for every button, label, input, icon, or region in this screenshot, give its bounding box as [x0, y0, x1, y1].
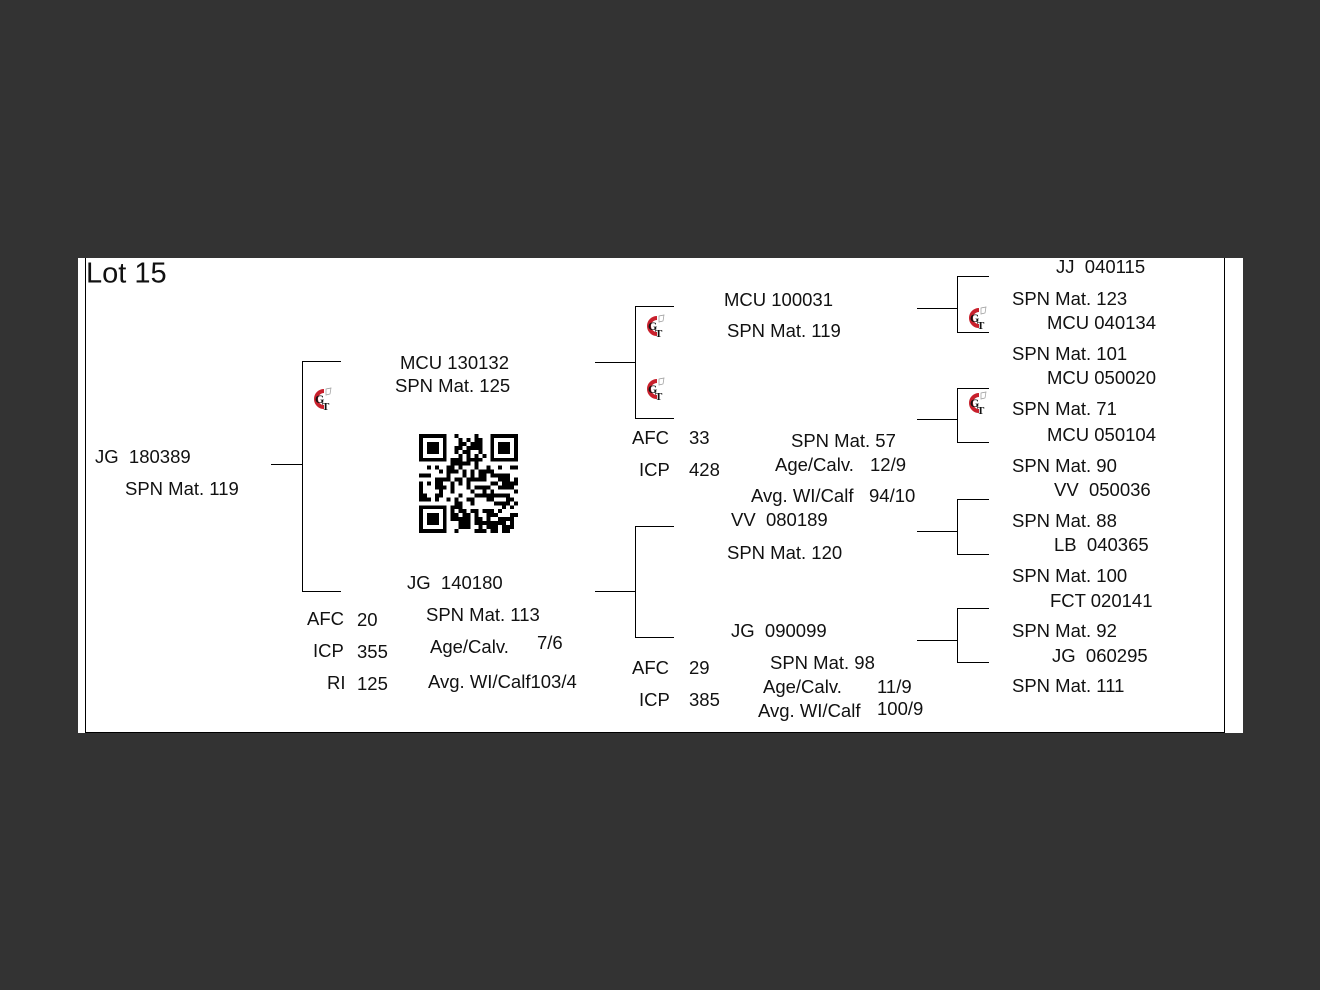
ancestor-spn: SPN Mat. 90: [1012, 454, 1117, 476]
dam-dam-afc-label: AFC: [632, 656, 669, 678]
connector-line: [635, 306, 674, 307]
dam-dam-id: JG 090099: [731, 619, 827, 641]
ancestor-id: FCT 020141: [1050, 589, 1153, 611]
dam-icp-label: ICP: [313, 639, 344, 661]
connector-line: [957, 276, 958, 333]
connector-line: [635, 306, 636, 419]
dam-spn: SPN Mat. 113: [426, 603, 540, 625]
ancestor-spn: SPN Mat. 111: [1012, 674, 1125, 696]
lot-title: Lot 15: [86, 257, 167, 290]
dam-sire-id: VV 080189: [731, 508, 828, 530]
sire-dam-avg: 94/10: [869, 484, 916, 506]
sire-dam-avg-label: Avg. WI/Calf: [751, 484, 854, 506]
animal-spn: SPN Mat. 119: [125, 477, 239, 499]
connector-line: [271, 464, 302, 465]
connector-line: [635, 637, 674, 638]
connector-line: [957, 499, 958, 555]
connector-line: [635, 526, 674, 527]
dam-age: 7/6: [537, 631, 563, 653]
qr-code[interactable]: [419, 434, 518, 533]
dam-id: JG 140180: [407, 571, 503, 593]
dam-dam-afc: 29: [689, 656, 710, 678]
sire-dam-spn: SPN Mat. 57: [791, 429, 896, 451]
ancestor-spn: SPN Mat. 123: [1012, 287, 1128, 309]
dam-age-label: Age/Calv.: [430, 635, 509, 657]
dam-dam-age: 11/9: [877, 675, 912, 697]
connector-line: [595, 591, 635, 592]
dam-sire-spn: SPN Mat. 120: [727, 541, 843, 563]
dam-icp: 355: [357, 640, 388, 662]
ancestor-id: MCU 040134: [1047, 311, 1157, 333]
connector-line: [917, 419, 957, 420]
dam-dam-icp-label: ICP: [639, 688, 670, 710]
sire-sire-spn: SPN Mat. 119: [727, 319, 841, 341]
dam-dam-icp: 385: [689, 688, 720, 710]
connector-line: [917, 308, 957, 309]
sire-dam-icp: 428: [689, 458, 720, 480]
dam-afc: 20: [357, 608, 378, 630]
animal-id: JG 180389: [95, 445, 191, 467]
sire-dam-icp-label: ICP: [639, 458, 670, 480]
connector-line: [957, 388, 958, 443]
connector-line: [957, 332, 989, 333]
ancestor-id: VV 050036: [1054, 478, 1151, 500]
sire-sire-id: MCU 100031: [724, 288, 834, 310]
connector-line: [957, 276, 989, 277]
dam-ri-label: RI: [327, 671, 346, 693]
gt-logo-icon: [968, 305, 988, 333]
dam-ri: 125: [357, 672, 388, 694]
ancestor-spn: SPN Mat. 92: [1012, 619, 1117, 641]
ancestor-id: MCU 050020: [1047, 366, 1157, 388]
sire-dam-afc-label: AFC: [632, 426, 669, 448]
ancestor-spn: SPN Mat. 88: [1012, 509, 1117, 531]
ancestor-id: JG 060295: [1052, 644, 1148, 666]
sire-dam-afc: 33: [689, 426, 710, 448]
sire-dam-age: 12/9: [870, 453, 907, 475]
connector-line: [917, 640, 957, 641]
sire-spn: SPN Mat. 125: [395, 374, 511, 396]
dam-dam-avg: 100/9: [877, 697, 924, 719]
gt-logo-icon: [313, 386, 333, 414]
ancestor-spn: SPN Mat. 100: [1012, 564, 1128, 586]
dam-dam-age-label: Age/Calv.: [763, 675, 842, 697]
connector-line: [957, 554, 989, 555]
gt-logo-icon: [646, 313, 666, 341]
connector-line: [302, 361, 303, 592]
pedigree-frame: [85, 258, 1225, 733]
connector-line: [302, 361, 341, 362]
sire-id: MCU 130132: [400, 351, 510, 373]
connector-line: [957, 442, 989, 443]
connector-line: [957, 608, 958, 663]
connector-line: [635, 418, 674, 419]
connector-line: [917, 531, 957, 532]
connector-line: [595, 362, 635, 363]
dam-dam-avg-label: Avg. WI/Calf: [758, 699, 861, 721]
connector-line: [302, 591, 341, 592]
gt-logo-icon: [968, 390, 988, 418]
connector-line: [957, 662, 989, 663]
ancestor-spn: SPN Mat. 71: [1012, 397, 1117, 419]
ancestor-id: JJ 040115: [1056, 255, 1146, 277]
gt-logo-icon: [646, 376, 666, 404]
connector-line: [957, 608, 989, 609]
dam-dam-spn: SPN Mat. 98: [770, 651, 875, 673]
connector-line: [957, 499, 989, 500]
ancestor-spn: SPN Mat. 101: [1012, 342, 1128, 364]
dam-afc-label: AFC: [307, 607, 344, 629]
connector-line: [957, 388, 989, 389]
sire-dam-age-label: Age/Calv.: [775, 453, 854, 475]
ancestor-id: MCU 050104: [1047, 423, 1157, 445]
dam-avg: Avg. WI/Calf103/4: [428, 670, 577, 692]
connector-line: [635, 526, 636, 638]
ancestor-id: LB 040365: [1054, 533, 1149, 555]
